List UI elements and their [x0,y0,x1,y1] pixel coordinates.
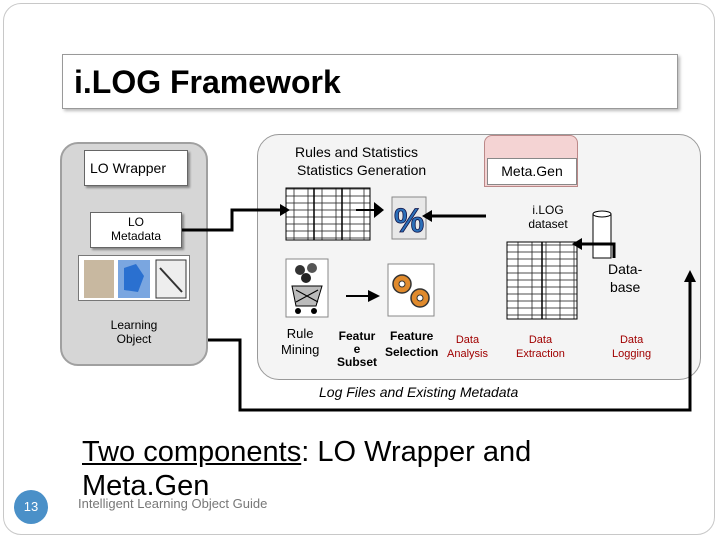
lo-metadata-box [90,212,182,248]
rule-mining-cart-icon [285,258,329,318]
meta-gen-panel [257,134,701,380]
feature-selection-label: Feature Selection [385,329,439,359]
slide-frame [3,3,715,535]
percent-icon: % [391,196,427,240]
data-logging-label: Data Logging [612,334,652,360]
bottom-heading: Two components: LO Wrapper and [82,436,531,469]
slide-title: i.LOG Framework [74,64,341,100]
footer-text: Intelligent Learning Object Guide [78,496,268,511]
statistics-generation-label: Statistics Generation [297,162,427,178]
lo-wrapper-label: LO Wrapper [90,160,166,176]
rules-statistics-label: Rules and Statistics [295,144,418,160]
gears-icon [387,263,435,317]
database-icon [592,210,612,259]
bottom-heading-underlined: Two components [82,436,302,468]
database-label: Data- base [608,261,643,295]
bottom-heading-line2: Meta.Gen [82,470,210,502]
data-analysis-label: Data Analysis [447,334,488,360]
flow-arrows [182,208,692,412]
title-box [62,54,678,109]
learning-object-thumbnails [84,259,187,299]
ilog-dataset-label: i.LOG dataset [528,203,568,231]
lo-wrapper-box [84,150,188,186]
slide-number-badge: 13 [14,490,48,524]
meta-gen-label: Meta.Gen [487,158,577,185]
rule-mining-label: Rule Mining [281,326,320,357]
lo-metadata-label: LO Metadata [110,215,162,243]
data-extraction-label: Data Extraction [516,334,565,360]
rules-table [285,187,371,241]
arrowheads [280,202,696,302]
learning-object-label: Learning Object [110,318,158,346]
feature-subset-label: Featur e Subset [337,329,378,369]
log-files-label: Log Files and Existing Metadata [319,384,519,400]
svg-text:%: % [394,202,424,240]
bottom-heading-rest: : LO Wrapper and [301,436,532,468]
